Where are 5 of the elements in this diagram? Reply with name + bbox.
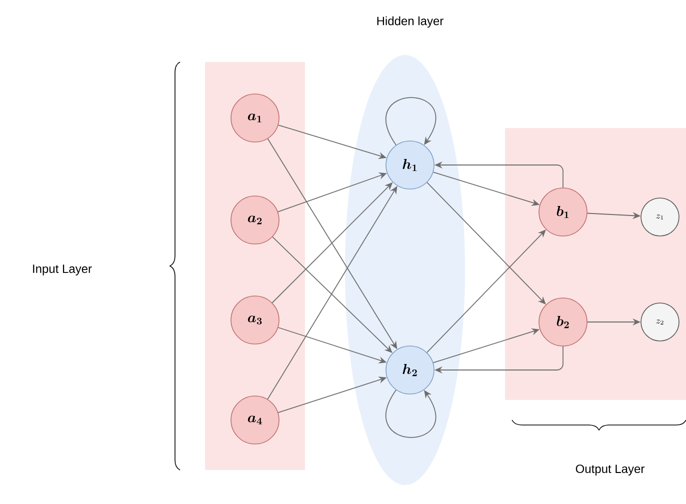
arrow bbox=[385, 97, 436, 146]
layer-label: Input Layer bbox=[33, 264, 92, 276]
arrow bbox=[385, 390, 436, 438]
layer-heading: Hidden layer bbox=[377, 16, 444, 28]
layer-label: Output Layer bbox=[576, 464, 644, 476]
